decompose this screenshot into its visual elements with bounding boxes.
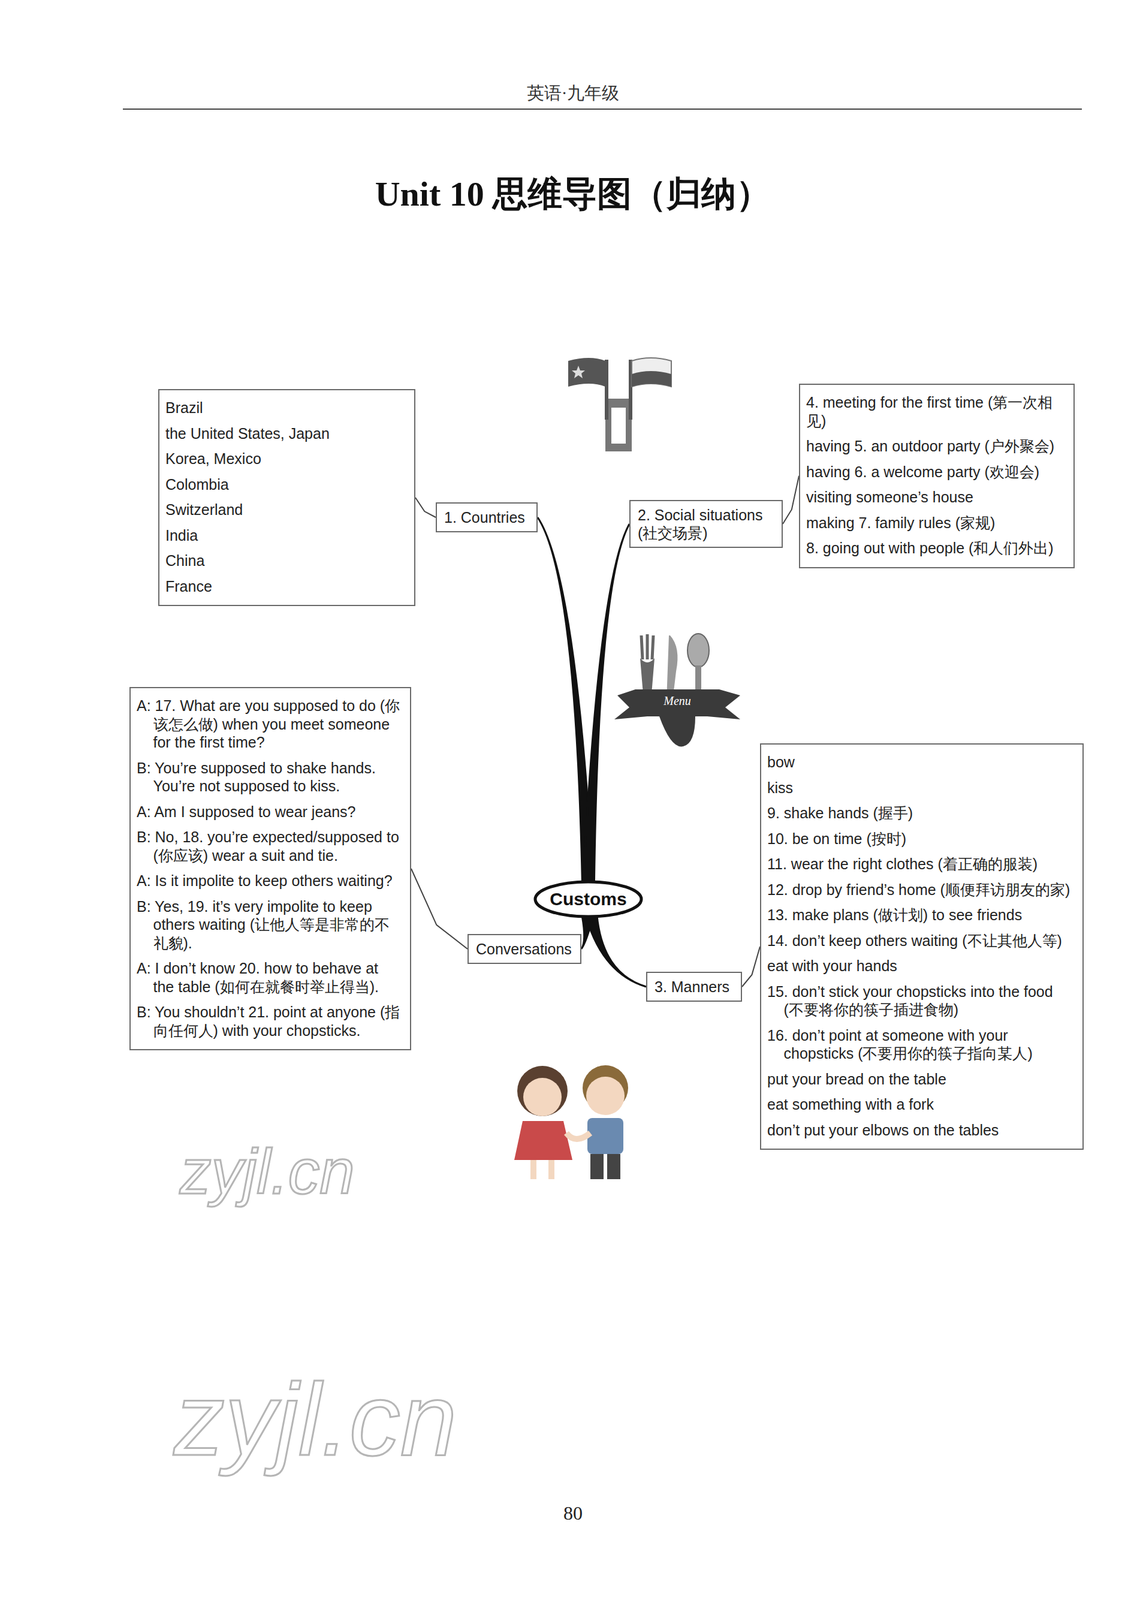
list-item: 10. be on time (按时) [767, 829, 1075, 849]
list-item: France [165, 577, 406, 596]
list-item: 15. don’t stick your chopsticks into the… [767, 982, 1075, 1019]
list-item: 14. don’t keep others waiting (不让其他人等) [767, 931, 1075, 951]
list-item: don’t put your elbows on the tables [767, 1120, 1075, 1140]
branch-connector [581, 916, 593, 949]
list-item: 4. meeting for the first time (第一次相见) [806, 393, 1066, 430]
list-item: put your bread on the table [767, 1069, 1075, 1089]
list-item: A: Am I supposed to wear jeans? [136, 802, 402, 822]
list-item: 13. make plans (做计划) to see friends [767, 905, 1075, 925]
list-box: 4. meeting for the first time (第一次相见) hav… [798, 383, 1075, 569]
list-item: India [165, 526, 406, 545]
list-item: the United States, Japan [165, 424, 406, 443]
branch-text: 2. Social situations (社交场景) [637, 505, 775, 542]
list-item: A: I don’t know 20. how to behave at the… [136, 958, 402, 996]
branch-box: 2. Social situations (社交场景) [629, 499, 783, 548]
central-text: Customs [549, 888, 627, 910]
list-item: bow [767, 752, 1075, 772]
list-box: bow kiss 9. shake hands (握手) 10. be on time… [760, 743, 1084, 1150]
watermark: zyjl.cn [173, 1360, 457, 1479]
list-item: 8. going out with people (和人们外出) [806, 538, 1066, 558]
branch-box: 3. Manners [646, 971, 743, 1002]
children-illustration [514, 1065, 629, 1179]
cutlery-icon [614, 633, 741, 747]
list-item: A: Is it impolite to keep others waiting… [136, 871, 402, 891]
watermark: zyjl.cn [179, 1135, 355, 1208]
list-item: B: No, 18. you’re expected/supposed to (… [136, 827, 402, 865]
list-item: A: 17. What are you supposed to do (你该怎么… [136, 696, 402, 752]
branch-text: 1. Countries [444, 508, 530, 527]
list-item: visiting someone’s house [806, 487, 1066, 507]
list-item: having 6. a welcome party (欢迎会) [806, 462, 1066, 482]
branch-connector [583, 523, 630, 882]
list-item: kiss [767, 778, 1075, 798]
branch-box: 1. Countries [435, 502, 538, 533]
leader-connector [415, 497, 436, 518]
list-box: A: 17. What are you supposed to do (你该怎么… [129, 686, 412, 1051]
page-header: 英语·九年级 [0, 81, 1146, 106]
flags-icon [568, 357, 672, 452]
branch-connector [537, 517, 593, 882]
central-ellipse: Customs [533, 879, 644, 919]
list-item: 11. wear the right clothes (着正确的服装) [767, 854, 1075, 874]
leader-connector [742, 946, 761, 987]
list-item: 9. shake hands (握手) [767, 803, 1075, 823]
header-rule [122, 108, 1082, 110]
list-item: eat something with a fork [767, 1095, 1075, 1114]
leader-connector [411, 868, 468, 949]
list-item: Korea, Mexico [165, 449, 406, 469]
list-item: Brazil [165, 398, 406, 418]
list-item: B: Yes, 19. it’s very impolite to keep o… [136, 897, 402, 953]
list-item: China [165, 551, 406, 571]
branch-connector [586, 915, 647, 987]
list-item: Switzerland [165, 500, 406, 520]
leader-connector [782, 475, 799, 524]
list-item: having 5. an outdoor party (户外聚会) [806, 436, 1066, 456]
branch-text: Conversations [475, 939, 573, 958]
list-item: Colombia [165, 475, 406, 494]
list-box: Brazil the United States, JapanKorea, Mex… [158, 388, 416, 606]
ribbon-text: Menu [656, 694, 699, 708]
list-item: 16. don’t point at someone with your cho… [767, 1026, 1075, 1063]
ellipse-shape [535, 881, 642, 917]
list-item: 12. drop by friend’s home (顺便拜访朋友的家) [767, 880, 1075, 900]
branch-text: 3. Manners [654, 977, 734, 996]
list-item: B: You’re supposed to shake hands. You’r… [136, 758, 402, 796]
branch-box: Conversations [467, 933, 582, 964]
list-item: making 7. family rules (家规) [806, 513, 1066, 533]
list-item: B: You shouldn’t 21. point at anyone (指向… [136, 1002, 402, 1040]
page-number: 80 [0, 1502, 1146, 1525]
list-item: eat with your hands [767, 956, 1075, 976]
page-title: Unit 10 思维导图（归纳） [0, 170, 1146, 218]
